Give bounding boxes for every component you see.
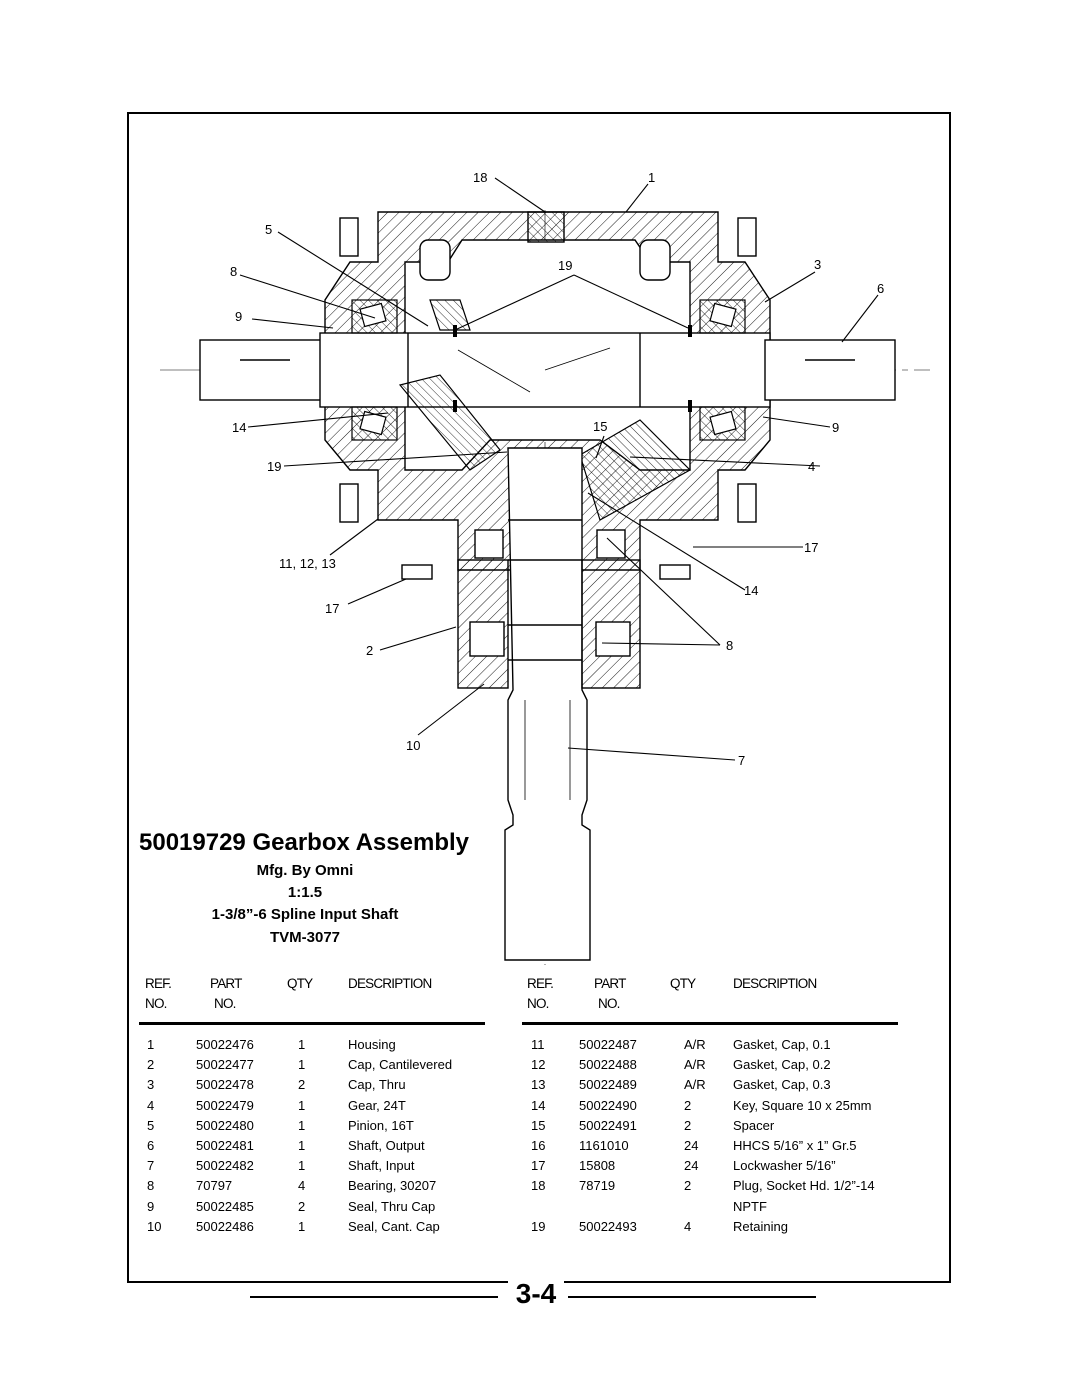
callout-2: 2: [366, 643, 373, 658]
cantilevered-cap: [401, 529, 691, 689]
callout-11-12-13: 11, 12, 13: [279, 556, 336, 571]
subtitle-model: TVM-3077: [269, 929, 341, 946]
page-number: 3-4: [508, 1278, 564, 1310]
callout-17-right: 17: [804, 540, 818, 555]
header-ref: Ref.: [145, 976, 172, 991]
callout-8-right: 8: [726, 638, 733, 653]
header-ref-no-right: No.: [527, 996, 549, 1011]
header-part-no: No.: [214, 996, 236, 1011]
callout-15: 15: [593, 419, 607, 434]
header-part-right: Part: [594, 976, 626, 991]
header-ref-no: No.: [145, 996, 167, 1011]
callout-17-left: 17: [325, 601, 339, 616]
callout-14-right: 14: [744, 583, 758, 598]
header-part: Part: [210, 976, 242, 991]
callout-labels: 18 1 5 19 3 8 6 9 14 15 9 19 4 17 11, 12…: [230, 170, 884, 768]
header-description-right: Description: [733, 976, 817, 991]
subtitle-manufacturer: Mfg. By Omni: [256, 862, 354, 879]
header-part-no-right: No.: [598, 996, 620, 1011]
subtitle-ratio: 1:1.5: [287, 884, 323, 901]
header-qty: Qty: [287, 976, 313, 991]
bevel-gears: [398, 299, 691, 521]
callout-3: 3: [814, 257, 821, 272]
table-row: NPTF: [733, 1198, 767, 1214]
header-qty-right: Qty: [670, 976, 696, 991]
callout-5: 5: [265, 222, 272, 237]
page-number-rule-left: [250, 1296, 498, 1298]
callout-19-left: 19: [267, 459, 281, 474]
callout-8-left: 8: [230, 264, 237, 279]
callout-19-top: 19: [558, 258, 572, 273]
callout-9-left: 9: [235, 309, 242, 324]
callout-6: 6: [877, 281, 884, 296]
callout-1: 1: [648, 170, 655, 185]
page-number-rule-right: [568, 1296, 816, 1298]
callout-18: 18: [473, 170, 487, 185]
callout-4: 4: [808, 459, 815, 474]
input-shaft: [504, 447, 591, 961]
table-rule-right: [522, 1022, 898, 1025]
callout-10: 10: [406, 738, 420, 753]
output-bearings: [351, 299, 746, 441]
header-ref-right: Ref.: [527, 976, 554, 991]
callout-9-right: 9: [832, 420, 839, 435]
header-description: Description: [348, 976, 432, 991]
output-shaft: [199, 332, 896, 408]
table-rule-left: [139, 1022, 485, 1025]
page-title: 50019729 Gearbox Assembly: [139, 829, 469, 856]
subtitle-shaft: 1-3/8”-6 Spline Input Shaft: [211, 906, 399, 923]
callout-7: 7: [738, 753, 745, 768]
leader-lines: [239, 177, 879, 761]
callout-14-left: 14: [232, 420, 246, 435]
